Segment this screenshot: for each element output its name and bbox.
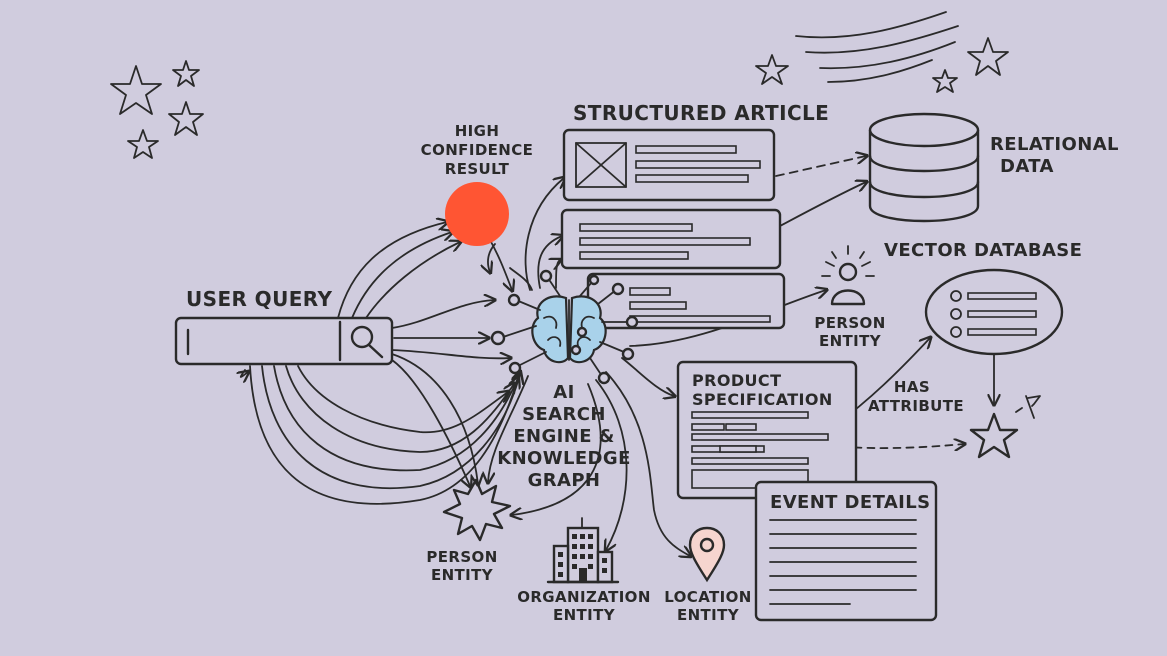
person-icon bbox=[821, 245, 875, 306]
product-spec-title: PRODUCT bbox=[692, 371, 781, 390]
high-confidence-label: HIGH bbox=[455, 122, 500, 140]
star-icon bbox=[168, 101, 204, 136]
search-box[interactable] bbox=[174, 316, 394, 366]
building-icon bbox=[546, 517, 620, 584]
brain-nodes bbox=[490, 269, 639, 385]
svg-text:AI: AI bbox=[553, 382, 574, 403]
location-entity-label: LOCATION bbox=[664, 588, 752, 606]
location-entity-label: ENTITY bbox=[677, 606, 740, 624]
article-card bbox=[562, 128, 776, 202]
organization-entity-label: ENTITY bbox=[553, 606, 616, 624]
decorative-stars bbox=[110, 37, 1009, 159]
person-entity-left-label: ENTITY bbox=[431, 566, 494, 584]
connectors bbox=[241, 156, 994, 556]
wind-lines bbox=[795, 11, 959, 83]
svg-text:KNOWLEDGE: KNOWLEDGE bbox=[497, 448, 631, 469]
star-icon bbox=[967, 37, 1009, 76]
person-entity-right-label: PERSON bbox=[814, 314, 885, 332]
starburst-icon bbox=[442, 478, 512, 542]
user-query-title: USER QUERY bbox=[186, 287, 332, 311]
high-confidence-dot bbox=[445, 182, 509, 246]
vector-database-title: VECTOR DATABASE bbox=[884, 240, 1082, 261]
relational-data-label: RELATIONAL bbox=[990, 134, 1119, 155]
has-attribute-label: ATTRIBUTE bbox=[868, 397, 964, 415]
structured-article-title: STRUCTURED ARTICLE bbox=[573, 101, 829, 125]
vector-database-bubble bbox=[924, 268, 1064, 356]
svg-text:SEARCH: SEARCH bbox=[522, 404, 606, 425]
high-confidence-label: RESULT bbox=[445, 160, 510, 178]
star-icon bbox=[110, 65, 162, 115]
relational-data-label: DATA bbox=[1000, 156, 1054, 177]
star-icon bbox=[127, 129, 159, 159]
star-icon bbox=[755, 54, 789, 85]
person-entity-right-label: ENTITY bbox=[819, 332, 882, 350]
star-icon bbox=[969, 412, 1019, 459]
person-entity-left-label: PERSON bbox=[426, 548, 497, 566]
location-pin-icon bbox=[688, 526, 726, 583]
brain-icon bbox=[490, 269, 639, 385]
flag-icon bbox=[1015, 395, 1041, 419]
database-icon bbox=[868, 112, 980, 223]
article-card bbox=[560, 208, 782, 270]
article-card bbox=[586, 272, 786, 330]
svg-text:GRAPH: GRAPH bbox=[528, 470, 601, 491]
product-spec-title: SPECIFICATION bbox=[692, 390, 833, 409]
has-attribute-label: HAS bbox=[894, 378, 930, 396]
product-spec-card: PRODUCT SPECIFICATION bbox=[676, 360, 858, 500]
ai-engine-label: AI SEARCH ENGINE & KNOWLEDGE GRAPH bbox=[497, 382, 631, 491]
image-placeholder-icon bbox=[575, 142, 627, 188]
event-details-title: EVENT DETAILS bbox=[770, 492, 931, 513]
high-confidence-label: CONFIDENCE bbox=[421, 141, 534, 159]
organization-entity-label: ORGANIZATION bbox=[517, 588, 651, 606]
event-details-card: EVENT DETAILS bbox=[754, 480, 938, 622]
search-icon[interactable] bbox=[350, 325, 384, 359]
star-icon bbox=[932, 69, 958, 93]
svg-text:ENGINE &: ENGINE & bbox=[513, 426, 614, 447]
star-icon bbox=[172, 60, 200, 87]
